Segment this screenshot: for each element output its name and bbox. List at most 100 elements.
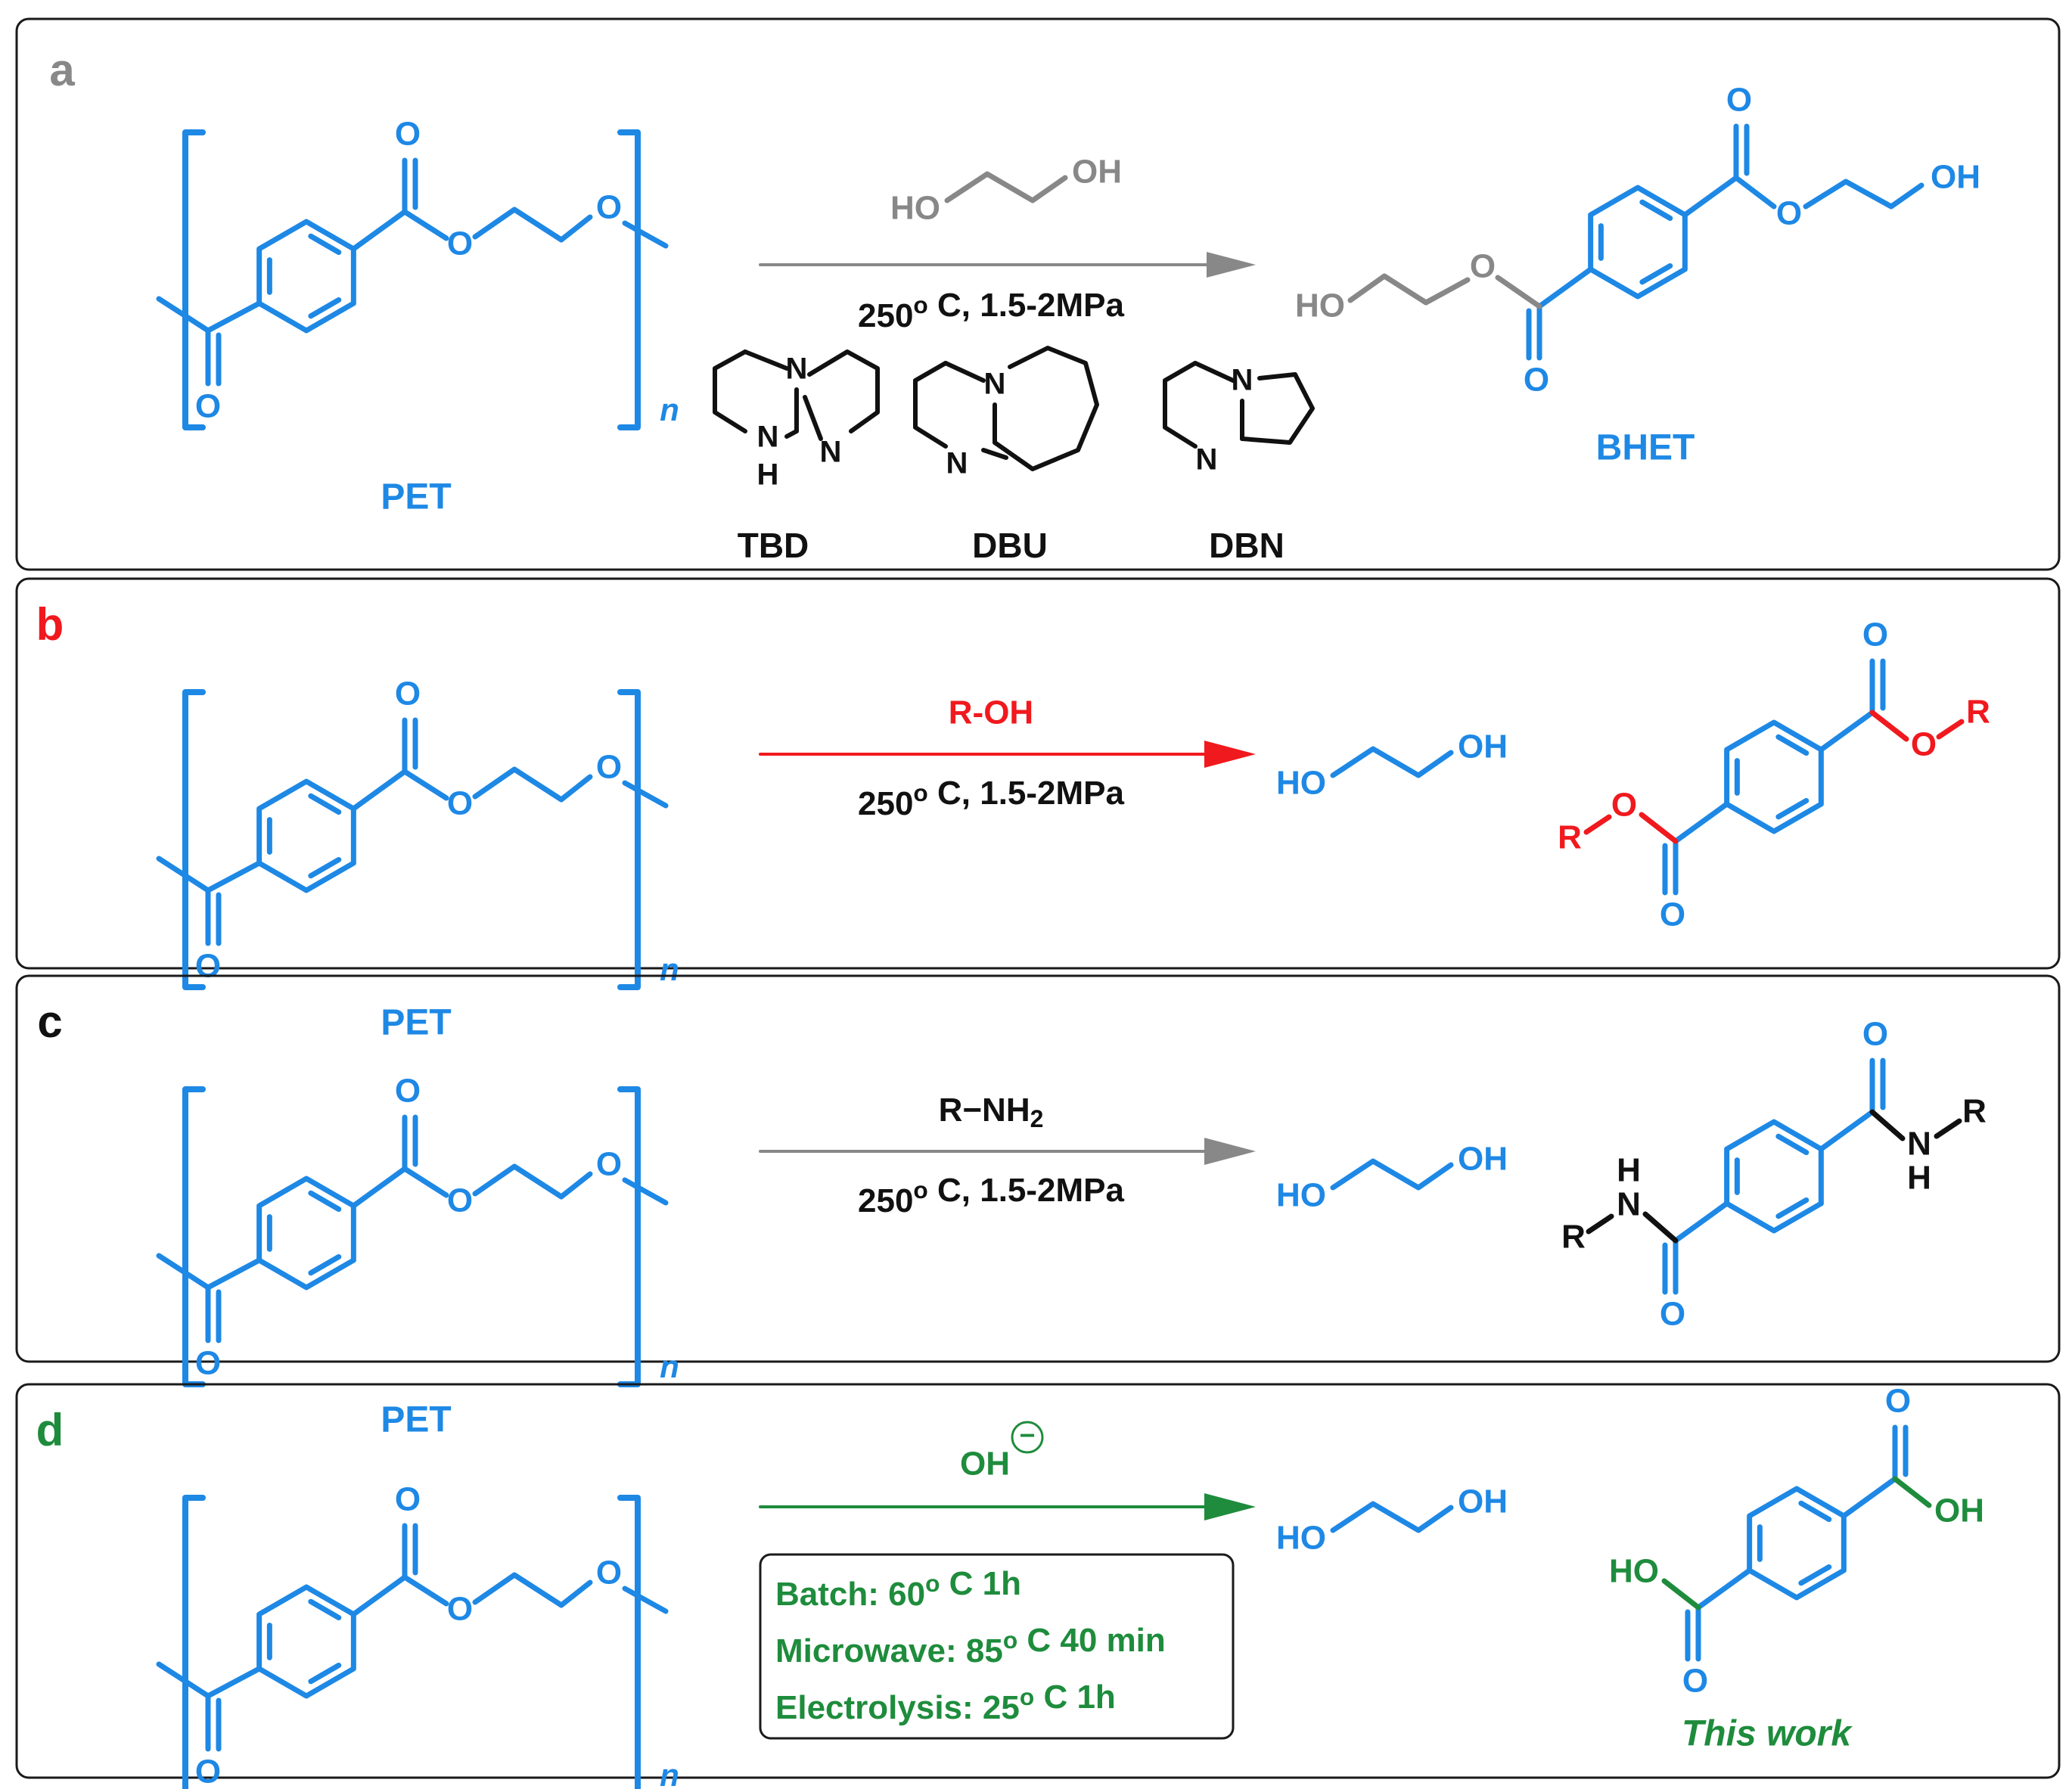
diester-r-right: R — [1966, 694, 1990, 731]
aromatic-bond — [308, 1253, 342, 1276]
bond — [1495, 275, 1542, 309]
pet-chain-oxygen: O — [596, 1146, 622, 1183]
pet-ethylene-chain — [472, 1163, 593, 1200]
pet-carbonyl-oxygen-bottom: O — [195, 388, 221, 425]
left-bracket — [182, 1086, 206, 1387]
panel-b-label: b — [36, 599, 64, 650]
bond — [205, 1257, 262, 1291]
aromatic-bond — [1798, 1500, 1832, 1523]
arrow-head — [1204, 1493, 1256, 1520]
negative-charge-icon — [1011, 1421, 1044, 1454]
bhet-ester-oxygen-right: O — [1776, 195, 1802, 232]
carbonyl-oxygen-bottom: O — [1524, 362, 1549, 399]
reagent-roh: R-OH — [949, 694, 1033, 731]
panel-b-frame — [15, 577, 2061, 970]
benzene-ring — [1724, 719, 1824, 834]
bond — [1673, 801, 1730, 844]
product-diamide: OO — [1660, 1016, 1888, 1333]
this-work-caption: This work — [1682, 1714, 1853, 1754]
bond — [1642, 1211, 1679, 1244]
panel-d-frame — [15, 1383, 2061, 1779]
bond — [1695, 1567, 1753, 1610]
carbonyl-oxygen-top: O — [1726, 82, 1752, 119]
panel-c-label: c — [37, 996, 62, 1047]
bond — [402, 1166, 449, 1198]
pet-ester-oxygen: O — [447, 785, 473, 822]
glycol-ho-label: HO — [1276, 1177, 1326, 1214]
product-terephthalic-acid: OO — [1682, 1383, 1911, 1700]
repeat-unit-n: n — [660, 1757, 679, 1789]
bond — [1869, 1109, 1906, 1141]
glycol-ho-label: HO — [1276, 765, 1326, 802]
diester-oxygen-right: O — [1911, 726, 1937, 763]
bond — [205, 860, 262, 893]
bond — [1639, 812, 1679, 844]
bond — [981, 448, 1008, 460]
glycol-oh-label: OH — [1458, 728, 1508, 766]
glycol-chain — [1330, 1501, 1454, 1533]
bond — [205, 300, 262, 334]
repeat-unit-n: n — [660, 392, 679, 427]
product-bhet: OO — [1524, 82, 1752, 399]
bond — [1673, 1200, 1730, 1244]
aromatic-bond — [308, 1598, 342, 1621]
arrow-head — [1204, 1138, 1256, 1165]
end-bond — [622, 780, 669, 809]
bhet-ho-left: HO — [1295, 287, 1345, 325]
glycol-chain — [1330, 1158, 1454, 1191]
pet-carbonyl-oxygen-bottom: O — [195, 1753, 221, 1789]
benzene-ring — [1747, 1486, 1847, 1601]
repeat-unit-n: n — [660, 1349, 679, 1384]
ring-bond — [1163, 361, 1198, 449]
acid-oh-right: OH — [1934, 1492, 1984, 1530]
right-bracket — [617, 689, 641, 990]
carbonyl-oxygen-bottom: O — [1660, 896, 1685, 933]
ring-bond — [713, 349, 747, 433]
bond — [1586, 1213, 1614, 1235]
condition-line-1: Batch: 60o C 1h — [775, 1565, 1021, 1613]
pet-ester-oxygen: O — [447, 225, 473, 262]
bond — [402, 769, 449, 801]
diester-oxygen-left: O — [1611, 787, 1637, 824]
reagent-hydroxide: OH — [960, 1446, 1010, 1483]
left-bracket — [182, 1495, 206, 1789]
ring-bond — [1240, 372, 1315, 445]
dbn-n1-label: N — [1232, 364, 1253, 397]
aromatic-bond — [1775, 797, 1810, 820]
tbd-h-label: H — [757, 458, 779, 492]
end-bond — [622, 220, 669, 249]
aromatic-bond — [308, 1190, 342, 1213]
reaction-conditions: 250o C, 1.5-2MPa — [858, 1172, 1125, 1219]
glycol-ho-label: HO — [1276, 1520, 1326, 1557]
right-bracket — [617, 129, 641, 430]
arrow-head — [1207, 252, 1256, 278]
pet-label: PET — [381, 1400, 451, 1440]
tbd-n1-label: N — [786, 353, 808, 386]
pet-ethylene-chain — [472, 207, 593, 243]
end-bond — [622, 1177, 669, 1206]
aromatic-bond — [1775, 1133, 1810, 1156]
pet-carbonyl-oxygen-top: O — [395, 1481, 421, 1518]
dbu-n1-label: N — [984, 368, 1006, 401]
aromatic-bond — [1639, 199, 1673, 222]
aromatic-bond — [1798, 1564, 1832, 1586]
catalyst-dbu-label: DBU — [972, 526, 1048, 565]
pet-ester-oxygen: O — [447, 1591, 473, 1628]
dbn-n2-label: N — [1196, 443, 1218, 477]
bhet-ester-oxygen-left: O — [1470, 248, 1496, 285]
bond — [943, 361, 986, 383]
bond — [205, 1666, 262, 1699]
carbonyl-oxygen-top: O — [1862, 617, 1888, 654]
bond — [350, 1574, 408, 1617]
bond — [1818, 1109, 1875, 1152]
aromatic-bond — [1775, 1197, 1810, 1219]
aromatic-bond — [308, 233, 342, 256]
right-bracket — [617, 1495, 641, 1789]
